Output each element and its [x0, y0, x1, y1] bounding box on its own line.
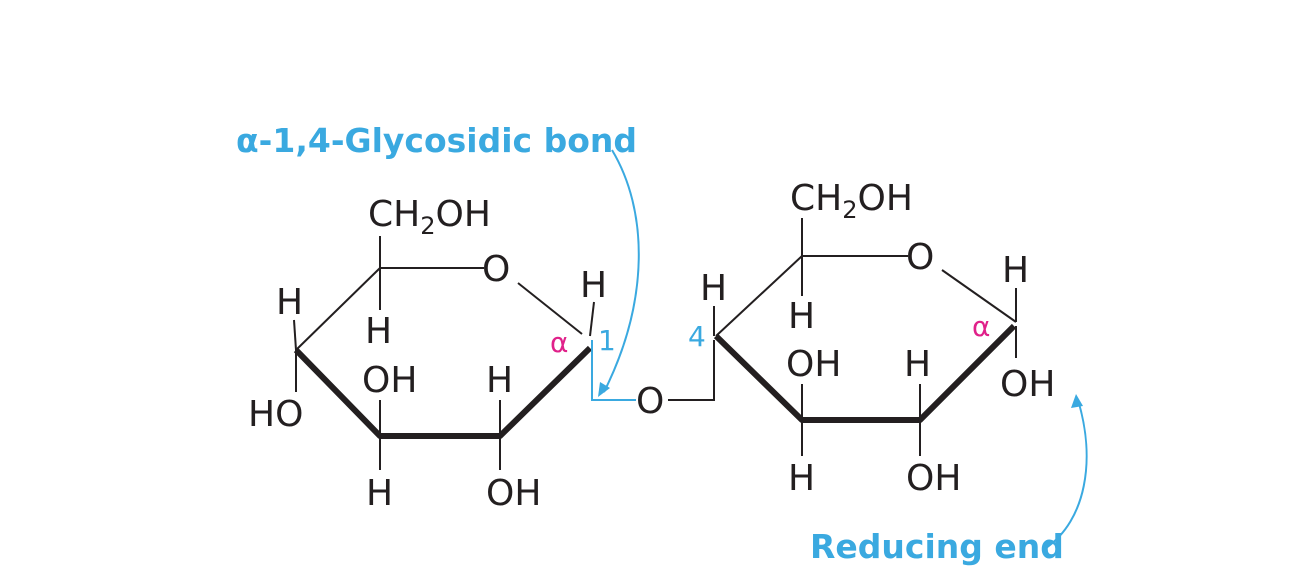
- glycosidic-bond-label: α-1,4-Glycosidic bond: [236, 121, 637, 160]
- carbon-4-label: 4: [688, 320, 706, 353]
- right-o-c1-bond: [941, 269, 1017, 323]
- left-c3-h: H: [366, 473, 393, 514]
- reducing-end-arrowhead: [1071, 394, 1083, 408]
- left-c1-h-bond: [589, 301, 595, 337]
- left-glucose-ring: CH2OH O H H HO OH H H OH α H 1: [248, 194, 616, 514]
- right-c2-h: H: [904, 344, 931, 385]
- left-c2-oh: OH: [486, 473, 541, 514]
- bridge-oxygen: O: [636, 381, 664, 422]
- right-ring-oxygen: O: [906, 237, 934, 278]
- o-c4-bond: [668, 340, 715, 401]
- right-c5-h: H: [788, 296, 815, 337]
- right-glucose-ring: CH2OH O H 4 H OH H H OH α H OH: [688, 178, 1055, 499]
- left-c4-h-bond: [293, 319, 297, 351]
- left-ring-bold-edge: [293, 345, 593, 439]
- left-c4-ho: HO: [248, 394, 303, 435]
- left-c5-c4-bond: [295, 267, 381, 351]
- left-c3-oh: OH: [362, 360, 417, 401]
- right-c1-h: H: [1002, 250, 1029, 291]
- glycosidic-bond-arrowhead: [598, 382, 610, 397]
- reducing-end-label: Reducing end: [810, 527, 1064, 566]
- right-c1-alpha: α: [972, 310, 990, 343]
- left-c2-h: H: [486, 360, 513, 401]
- glycosidic-bond-arrow: [603, 149, 640, 393]
- left-ch2oh: CH2OH: [368, 194, 491, 240]
- right-c4-h: H: [700, 268, 727, 309]
- right-ch2oh: CH2OH: [790, 178, 913, 224]
- right-c3-h: H: [788, 458, 815, 499]
- right-c1-oh: OH: [1000, 364, 1055, 405]
- right-c3-oh: OH: [786, 344, 841, 385]
- carbon-1-label: 1: [598, 324, 616, 357]
- right-c5-c4-bond: [715, 255, 803, 337]
- left-o-c1-bond: [517, 282, 583, 335]
- left-ring-oxygen: O: [482, 249, 510, 290]
- c1-o-bond: [591, 340, 636, 401]
- left-c1-alpha: α: [550, 326, 568, 359]
- right-c2-oh: OH: [906, 458, 961, 499]
- left-c5-h: H: [365, 311, 392, 352]
- left-c1-h: H: [580, 265, 607, 306]
- glycosidic-linkage: O: [591, 340, 715, 422]
- reducing-end-arrow: [1045, 399, 1088, 549]
- right-ring-bold-edge: [713, 323, 1017, 423]
- left-c4-h: H: [276, 282, 303, 323]
